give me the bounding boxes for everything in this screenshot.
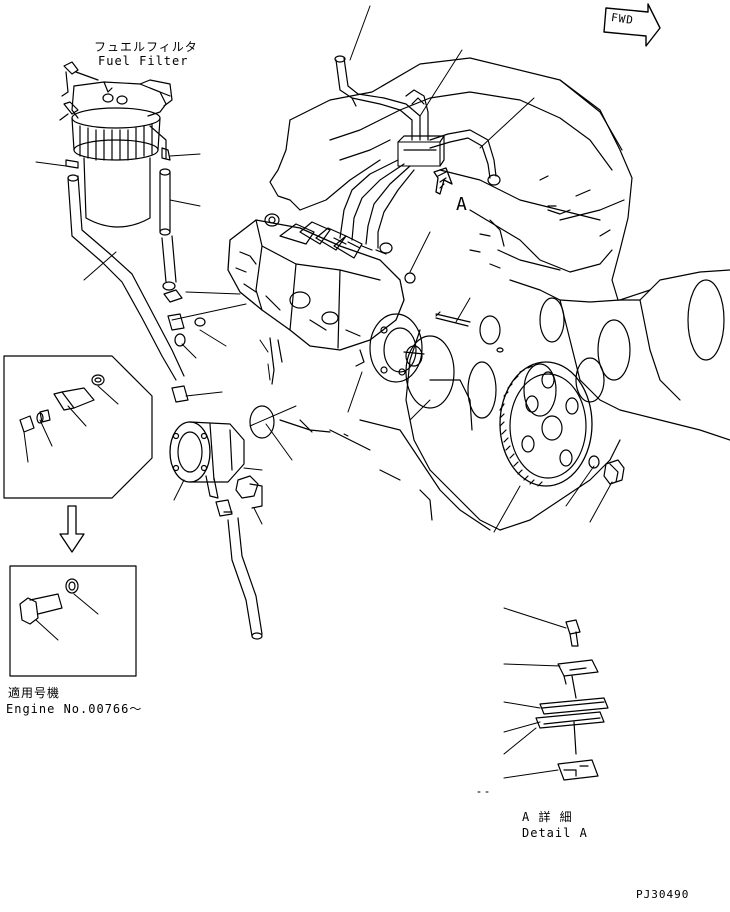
- fuel-filter-label-jp: フュエルフィルタ: [94, 40, 198, 54]
- injection-pump: [228, 214, 503, 408]
- down-arrow-icon: [60, 506, 84, 552]
- inset-new-parts: [10, 566, 136, 676]
- applicability-label-en: Engine No.00766～: [6, 702, 143, 716]
- fuel-filter-assembly: [60, 62, 172, 227]
- fuel-hoses: [68, 169, 262, 639]
- fuel-filter-label-en: Fuel Filter: [98, 54, 189, 68]
- injection-lines: [334, 56, 500, 283]
- leader-lines: [24, 6, 612, 778]
- detail-a-label-jp: A 詳 細: [522, 810, 573, 824]
- inset-old-parts: [4, 356, 152, 498]
- drawing-code: PJ30490: [636, 888, 690, 901]
- misc-marks: [344, 434, 488, 792]
- view-a-label: A: [456, 194, 468, 215]
- fwd-arrow-icon: [604, 4, 660, 46]
- detail-a-drawing: [536, 620, 608, 780]
- drive-gear: [500, 362, 624, 486]
- detail-a-label-en: Detail A: [522, 826, 588, 840]
- view-a-arrow-icon: [434, 168, 452, 194]
- applicability-label-jp: 適用号機: [8, 686, 61, 700]
- engine-block: [270, 58, 730, 530]
- feed-pump: [170, 406, 274, 508]
